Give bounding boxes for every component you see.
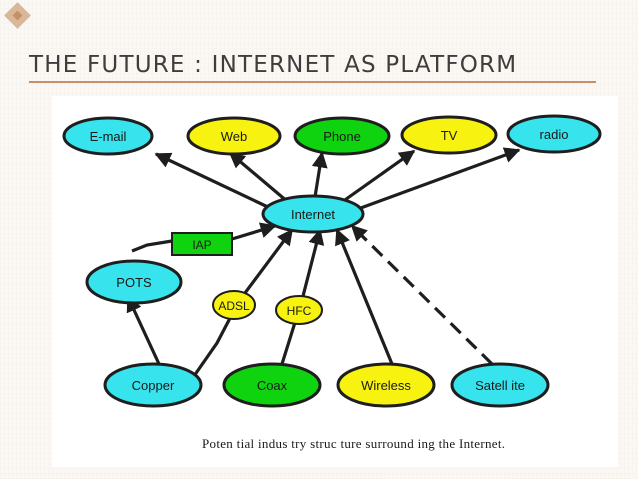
- node-radio-label: radio: [540, 127, 569, 142]
- node-iap-label: IAP: [192, 238, 211, 252]
- edge-copper-to-pots: [126, 295, 161, 365]
- industry-structure-diagram: E-mail Web Phone TV radio Internet IAP: [62, 114, 602, 408]
- edge-wireless-to-internet: [335, 228, 394, 365]
- node-wireless: Wireless: [336, 362, 436, 408]
- node-radio: radio: [506, 114, 602, 154]
- node-copper-label: Copper: [132, 378, 175, 393]
- node-pots-label: POTS: [116, 275, 152, 290]
- node-copper: Copper: [103, 362, 203, 408]
- edge-iap-to-internet: [231, 222, 277, 241]
- node-wireless-label: Wireless: [361, 378, 411, 393]
- node-email: E-mail: [62, 116, 154, 156]
- node-satellite-label: Satell ite: [475, 378, 525, 393]
- node-tv-label: TV: [441, 128, 458, 143]
- edge-pots-to-iap: [131, 239, 173, 253]
- slide-title: THE FUTURE : INTERNET AS PLATFORM: [29, 52, 518, 78]
- node-internet-label: Internet: [291, 207, 335, 222]
- node-iap: IAP: [171, 232, 233, 256]
- edge-internet-to-phone: [311, 151, 328, 198]
- node-satellite: Satell ite: [450, 362, 550, 408]
- edges: [126, 147, 521, 377]
- node-internet: Internet: [261, 194, 365, 234]
- diagram-panel: E-mail Web Phone TV radio Internet IAP: [52, 96, 618, 467]
- edge-internet-to-web: [228, 151, 290, 204]
- node-adsl-label: ADSL: [218, 299, 250, 313]
- node-hfc: HFC: [275, 295, 323, 325]
- edge-internet-to-email: [154, 152, 271, 210]
- edge-internet-to-tv: [341, 149, 416, 204]
- node-coax-label: Coax: [257, 378, 288, 393]
- edge-copper-via-adsl: [192, 228, 294, 377]
- node-email-label: E-mail: [90, 129, 127, 144]
- title-underline: [29, 81, 596, 83]
- diagram-caption: Poten tial indus try struc ture surround…: [202, 436, 506, 451]
- node-web: Web: [186, 116, 282, 156]
- node-coax: Coax: [222, 362, 322, 408]
- node-web-label: Web: [221, 129, 248, 144]
- node-tv: TV: [400, 115, 498, 155]
- node-hfc-label: HFC: [287, 304, 312, 318]
- edge-satellite-to-internet: [350, 224, 494, 366]
- node-phone: Phone: [293, 116, 391, 156]
- edge-internet-to-radio: [357, 147, 521, 211]
- node-phone-label: Phone: [323, 129, 361, 144]
- node-pots: POTS: [85, 259, 183, 305]
- node-adsl: ADSL: [212, 290, 256, 320]
